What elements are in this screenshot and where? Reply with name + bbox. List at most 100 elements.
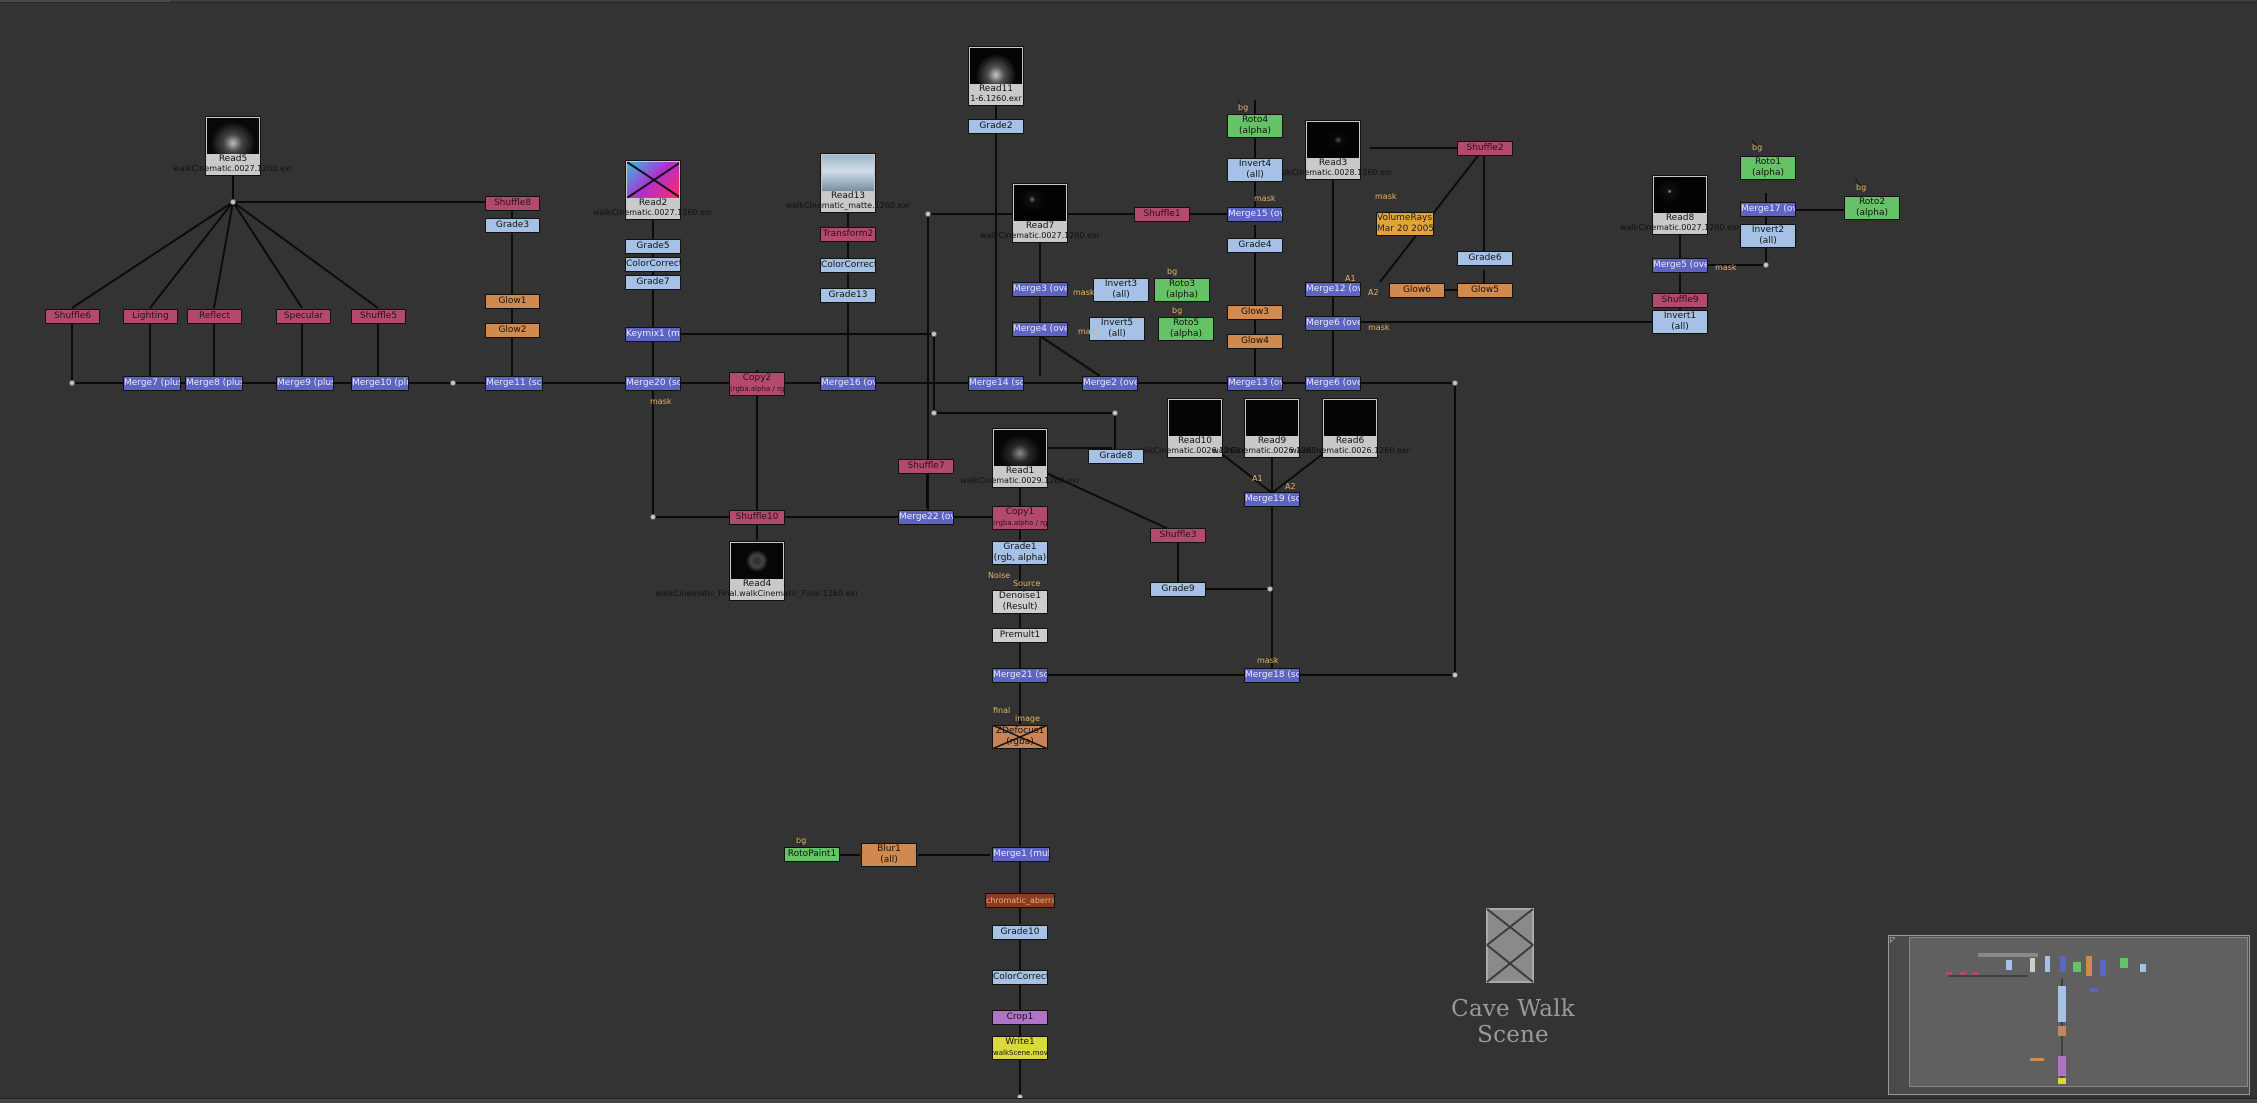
shuffle3-node[interactable]: Shuffle3	[1150, 528, 1206, 543]
merge13-node[interactable]: Merge13 (over)	[1227, 376, 1283, 391]
merge14-node[interactable]: Merge14 (screen)	[968, 376, 1024, 391]
copy1-node[interactable]: Copy1(rgba.alpha / rgba.alpha)	[992, 506, 1048, 530]
merge2-node[interactable]: Merge2 (over)	[1082, 376, 1138, 391]
read6-node[interactable]: Read6 walkCinematic.0026.1260.exr	[1290, 398, 1410, 458]
roto1-node[interactable]: Roto1(alpha)	[1740, 156, 1796, 180]
read13-node[interactable]: Read13 walkCinematic_matte.1260.exr	[786, 153, 910, 213]
grade10-node[interactable]: Grade10	[992, 925, 1048, 940]
grade9-node[interactable]: Grade9	[1150, 582, 1206, 597]
navigator-viewport[interactable]	[1909, 937, 2248, 1087]
invert2-node[interactable]: Invert2(all)	[1740, 224, 1796, 248]
shuffle1-node[interactable]: Shuffle1	[1134, 207, 1190, 222]
reflect-node[interactable]: Reflect	[187, 309, 242, 324]
a2-label: A2	[1285, 482, 1296, 491]
node-graph-status-bar	[0, 1098, 2257, 1103]
grade3-node[interactable]: Grade3	[485, 218, 540, 233]
merge4-node[interactable]: Merge4 (over)	[1012, 322, 1068, 337]
shuffle9-node[interactable]: Shuffle9	[1652, 293, 1708, 308]
keymix-node[interactable]: Keymix1 (multiply)	[625, 327, 681, 342]
lighting-node[interactable]: Lighting	[123, 309, 178, 324]
read3-node[interactable]: Read3 walkCinematic.0028.1260.exr	[1273, 120, 1393, 180]
shuffle6-node[interactable]: Shuffle6	[45, 309, 100, 324]
read11-node[interactable]: Read11 1-6.1260.exr	[968, 46, 1024, 106]
shuffle10-node[interactable]: Shuffle10	[729, 510, 785, 525]
merge19-node[interactable]: Merge19 (screen)	[1244, 492, 1300, 507]
merge10-node[interactable]: Merge10 (plus)	[351, 376, 409, 391]
denoise1-node[interactable]: Denoise1(Result)	[992, 590, 1048, 614]
merge6-node[interactable]: Merge6 (over)	[1305, 316, 1361, 331]
glow5-node[interactable]: Glow5	[1457, 283, 1513, 298]
read1-node[interactable]: Read1 walkCinematic.0029.1260.exr	[960, 428, 1080, 488]
roto3-node[interactable]: Roto3(alpha)	[1154, 278, 1210, 302]
invert5-node[interactable]: Invert5(all)	[1089, 317, 1145, 341]
grade4-node[interactable]: Grade4	[1227, 238, 1283, 253]
glow3-node[interactable]: Glow3	[1227, 305, 1283, 320]
colorcorrect3-node[interactable]: ColorCorrect3	[820, 258, 876, 273]
merge20-node[interactable]: Merge20 (screen)	[625, 376, 681, 391]
copy2-node[interactable]: Copy2(rgba.alpha / rgba.alpha)	[729, 372, 785, 396]
node-label: Invert3	[1104, 279, 1138, 289]
navigator-resize-handle[interactable]: ◸	[1890, 936, 1896, 944]
merge6b-node[interactable]: Merge6 (over)	[1305, 376, 1361, 391]
colorcorrect1-node[interactable]: ColorCorrect1	[625, 257, 681, 272]
merge17-node[interactable]: Merge17 (over)	[1740, 202, 1796, 217]
merge7-node[interactable]: Merge7 (plus)	[123, 376, 181, 391]
roto4-node[interactable]: Roto4(alpha)	[1227, 114, 1283, 138]
merge3-node[interactable]: Merge3 (over)	[1012, 282, 1068, 297]
grade2-node[interactable]: Grade2	[968, 119, 1024, 134]
grade1-node[interactable]: Grade1(rgb, alpha)	[992, 541, 1048, 565]
read8-node[interactable]: Read8 walkCinematic.0027.1260.exr	[1620, 175, 1740, 235]
node-label: Read5	[218, 154, 248, 164]
merge1-node[interactable]: Merge1 (multiply)	[992, 847, 1050, 862]
merge9-node[interactable]: Merge9 (plus)	[276, 376, 334, 391]
read2-node[interactable]: Read2 walkCinematic.0027.1260.exr	[593, 160, 713, 220]
merge12-node[interactable]: Merge12 (over)	[1305, 282, 1361, 297]
read10-node[interactable]: Read10 walkCinematic.0026.1260.exr	[1135, 398, 1255, 458]
shuffle8-node[interactable]: Shuffle8	[485, 196, 540, 211]
grade5-node[interactable]: Grade5	[625, 239, 681, 254]
specular-node[interactable]: Specular	[276, 309, 331, 324]
grade13-node[interactable]: Grade13	[820, 288, 876, 303]
tab-handle[interactable]	[0, 0, 170, 2]
zdefocus-node[interactable]: ZDefocus1(rgba)	[992, 725, 1048, 749]
read9-node[interactable]: Read9 walkCinematic.0026.1260.exr	[1212, 398, 1332, 458]
chromatic-aberration-node[interactable]: chromatic_aberration	[985, 893, 1055, 908]
invert4-node[interactable]: Invert4(all)	[1227, 158, 1283, 182]
premult1-node[interactable]: Premult1	[992, 628, 1048, 643]
read5-node[interactable]: Read5 walkCinematic.0027.1260.exr	[173, 116, 293, 176]
invert3-node[interactable]: Invert3(all)	[1093, 278, 1149, 302]
rotopaint1-node[interactable]: RotoPaint1	[784, 847, 840, 862]
merge11-node[interactable]: Merge11 (screen)	[485, 376, 543, 391]
read7-node[interactable]: Read7 walkCinematic.0027.1260.exr	[980, 183, 1100, 243]
merge18-node[interactable]: Merge18 (screen)	[1244, 668, 1300, 683]
crop1-node[interactable]: Crop1	[992, 1010, 1048, 1025]
roto2-node[interactable]: Roto2(alpha)	[1844, 196, 1900, 220]
shuffle2-node[interactable]: Shuffle2	[1457, 141, 1513, 156]
glow2-node[interactable]: Glow2	[485, 323, 540, 338]
colorcorrect2-node[interactable]: ColorCorrect2	[992, 970, 1048, 985]
roto5-node[interactable]: Roto5(alpha)	[1158, 317, 1214, 341]
merge16-node[interactable]: Merge16 (over)	[820, 376, 876, 391]
read4-node[interactable]: Read4 walkCinematic_Final.walkCinematic_…	[656, 541, 858, 601]
grade7-node[interactable]: Grade7	[625, 275, 681, 290]
glow4-node[interactable]: Glow4	[1227, 334, 1283, 349]
grade6-node[interactable]: Grade6	[1457, 251, 1513, 266]
merge5-node[interactable]: Merge5 (over)	[1652, 258, 1708, 273]
node-file: walkCinematic.0027.1260.exr	[173, 164, 293, 173]
merge8-node[interactable]: Merge8 (plus)	[185, 376, 243, 391]
glow1-node[interactable]: Glow1	[485, 294, 540, 309]
transform2-node[interactable]: Transform2	[820, 227, 876, 242]
merge15-node[interactable]: Merge15 (over)	[1227, 207, 1283, 222]
glow6-node[interactable]: Glow6	[1389, 283, 1445, 298]
invert1-node[interactable]: Invert1(all)	[1652, 310, 1708, 334]
node-graph-navigator[interactable]: ◸	[1888, 935, 2250, 1095]
shuffle7-node[interactable]: Shuffle7	[898, 459, 954, 474]
blur1-node[interactable]: Blur1(all)	[861, 843, 917, 867]
merge22-node[interactable]: Merge22 (over)	[898, 510, 954, 525]
shuffle5-node[interactable]: Shuffle5	[351, 309, 406, 324]
merge21-node[interactable]: Merge21 (screen)	[992, 668, 1048, 683]
grade8-node[interactable]: Grade8	[1088, 449, 1144, 464]
read9-thumbnail	[1246, 400, 1298, 436]
